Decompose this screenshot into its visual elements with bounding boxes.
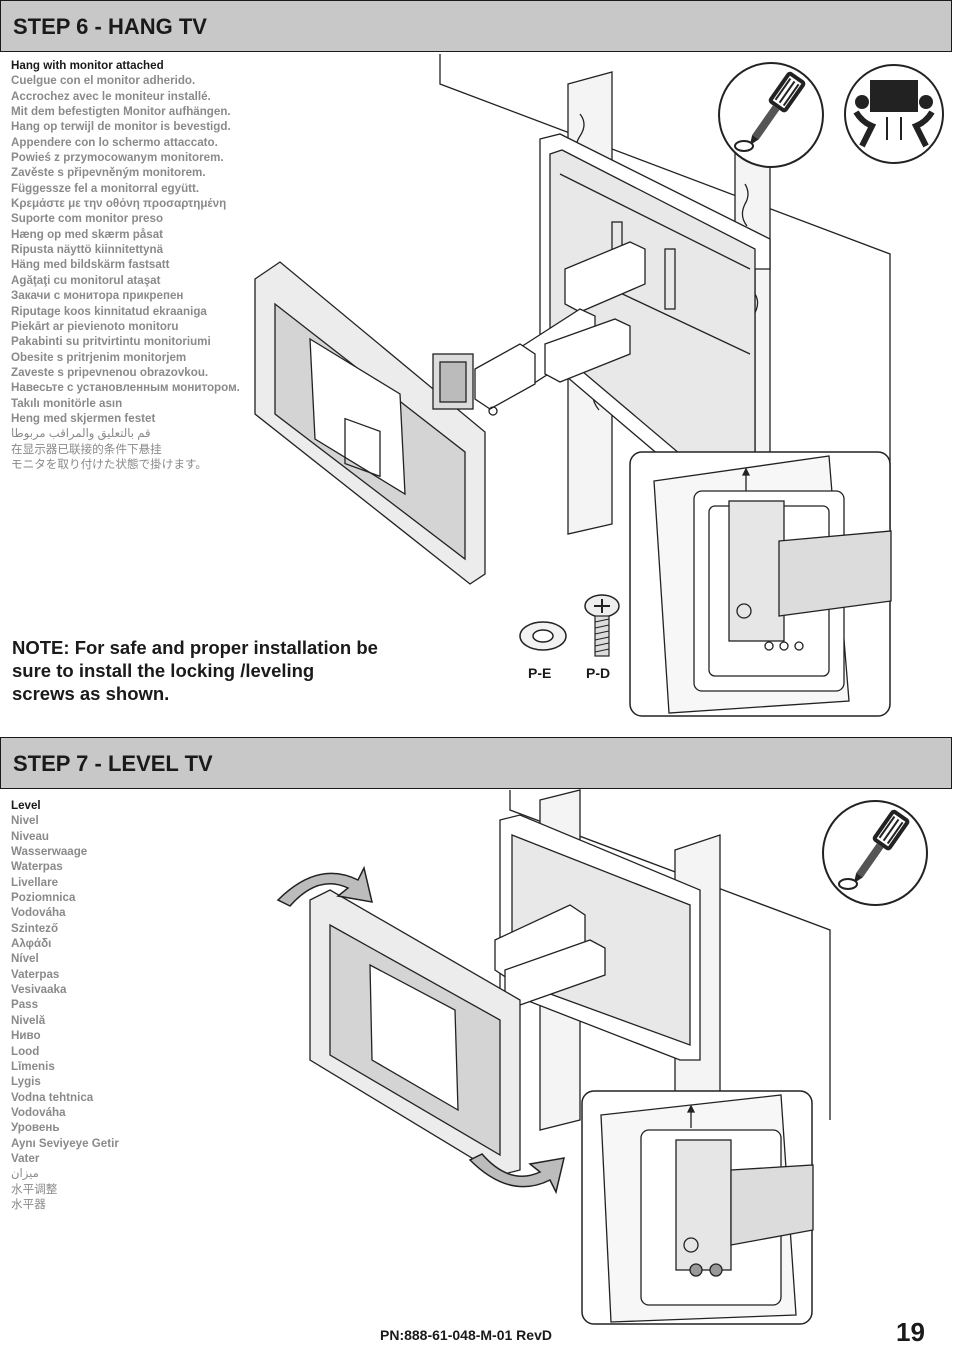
step6-instruction: Ripusta näyttö kiinnitettynä	[11, 243, 164, 257]
step7-instruction: Nível	[11, 952, 39, 966]
step7-instruction: Livellare	[11, 875, 59, 889]
step7-instruction: Vesivaaka	[11, 983, 67, 997]
part-label-pe: P-E	[528, 665, 552, 681]
step7-instruction: Αλφάδι	[11, 937, 52, 951]
step6-instruction: Закачи с монитора прикрепен	[11, 289, 184, 303]
step6-instruction: 在显示器已联接的条件下悬挂	[11, 442, 162, 456]
step7-instruction: Vodováha	[11, 1105, 66, 1119]
step6-instruction: Κρεμάστε με την οθόνη προσαρτημένη	[11, 197, 227, 211]
step6-instruction: Obesite s pritrjenim monitorjem	[11, 350, 187, 364]
screw-icon	[584, 594, 620, 657]
step-6-title: STEP 6 - HANG TV	[13, 14, 207, 39]
step6-instruction: Zaveste s pripevnenou obrazovkou.	[11, 365, 209, 379]
step7-instruction: Vaterpas	[11, 967, 60, 981]
step7-instruction: 水平器	[11, 1197, 46, 1211]
step6-instruction: Pakabinti su pritvirtintu monitoriumi	[11, 335, 211, 349]
step6-instruction: قم بالتعليق والمراقب مربوطا	[11, 427, 151, 441]
step6-instruction: Hang op terwijl de monitor is bevestigd.	[11, 120, 231, 134]
rotate-arrow-icon	[276, 865, 565, 1195]
step-7-header: STEP 7 - LEVEL TV	[0, 737, 952, 789]
step6-instruction: Suporte com monitor preso	[11, 212, 164, 226]
screwdriver-icon	[718, 62, 824, 168]
step7-instruction: Lood	[11, 1044, 40, 1058]
step6-instruction: Agăţaţi cu monitorul ataşat	[11, 273, 161, 287]
leveling-screw-detail	[581, 1090, 814, 1325]
parts-illustration	[519, 594, 620, 657]
screwdriver-icon	[822, 800, 928, 906]
step6-instruction: Hæng op med skærm påsat	[11, 227, 164, 241]
step7-instruction: Level	[11, 799, 41, 812]
step7-instruction: Aynı Seviyeye Getir	[11, 1136, 119, 1150]
step6-instruction: Cuelgue con el monitor adherido.	[11, 74, 196, 88]
two-person-lift-icon	[844, 64, 944, 164]
step7-instruction: Vodováha	[11, 906, 66, 920]
part-label-pd: P-D	[586, 665, 611, 681]
step7-instruction: Pass	[11, 998, 39, 1012]
step7-instruction: Szintező	[11, 921, 59, 935]
step7-instruction: Ниво	[11, 1029, 41, 1043]
step7-instruction: Vater	[11, 1151, 40, 1165]
step6-instruction: モニタを取り付けた状態で掛けます。	[11, 457, 207, 471]
step6-instruction: Heng med skjermen festet	[11, 411, 156, 425]
step7-instruction: Nivelă	[11, 1013, 46, 1027]
step6-instruction: Accrochez avec le moniteur installé.	[11, 89, 211, 103]
step6-instruction: Takılı monitörle asın	[11, 396, 123, 410]
step-7-title: STEP 7 - LEVEL TV	[13, 751, 213, 776]
step-6-header: STEP 6 - HANG TV	[0, 0, 952, 52]
step7-instruction: Wasserwaage	[11, 845, 88, 859]
step7-instruction: Waterpas	[11, 860, 63, 874]
step6-instruction: Appendere con lo schermo attaccato.	[11, 135, 218, 149]
step7-instruction: Poziomnica	[11, 891, 76, 905]
step7-instruction: Vodna tehtnica	[11, 1090, 94, 1104]
locking-screw-detail	[629, 451, 892, 717]
step6-instruction: Riputage koos kinnitatud ekraaniga	[11, 304, 207, 318]
step7-instruction: Nivel	[11, 814, 39, 828]
step6-instruction: Навесьте с установленным монитором.	[11, 381, 240, 395]
step7-instruction: Līmenis	[11, 1059, 55, 1073]
part-number: PN:888-61-048-M-01 RevD	[380, 1327, 552, 1343]
step7-instruction: Уровень	[11, 1121, 60, 1135]
step6-instruction: Függessze fel a monitorral együtt.	[11, 181, 200, 195]
safety-note: NOTE: For safe and proper installation b…	[12, 637, 378, 704]
step6-instruction: Häng med bildskärm fastsatt	[11, 258, 170, 272]
hang-tv-illustration	[254, 54, 891, 594]
step6-instruction: Zavěste s připevněným monitorem.	[11, 166, 206, 180]
level-tv-illustration	[276, 789, 831, 1195]
step7-instruction: ميزان	[11, 1167, 39, 1181]
step6-instruction: Hang with monitor attached	[11, 59, 164, 72]
step6-instruction: Powieś z przymocowanym monitorem.	[11, 151, 224, 165]
step6-instruction: Piekārt ar pievienoto monitoru	[11, 319, 179, 333]
step6-instruction: Mit dem befestigten Monitor aufhängen.	[11, 105, 231, 119]
step7-instruction: 水平调整	[11, 1182, 58, 1196]
step7-instruction: Niveau	[11, 829, 50, 843]
step7-instruction: Lygis	[11, 1075, 41, 1089]
page-number: 19	[896, 1317, 925, 1347]
